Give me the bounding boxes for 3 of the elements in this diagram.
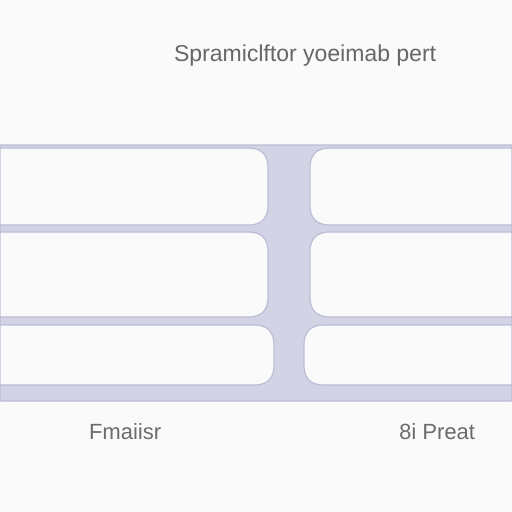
title: Spramiclftor yoeimab pert — [172, 40, 438, 67]
label: Fmaiisr — [88, 419, 162, 445]
label: 8i Preat — [399, 419, 475, 445]
